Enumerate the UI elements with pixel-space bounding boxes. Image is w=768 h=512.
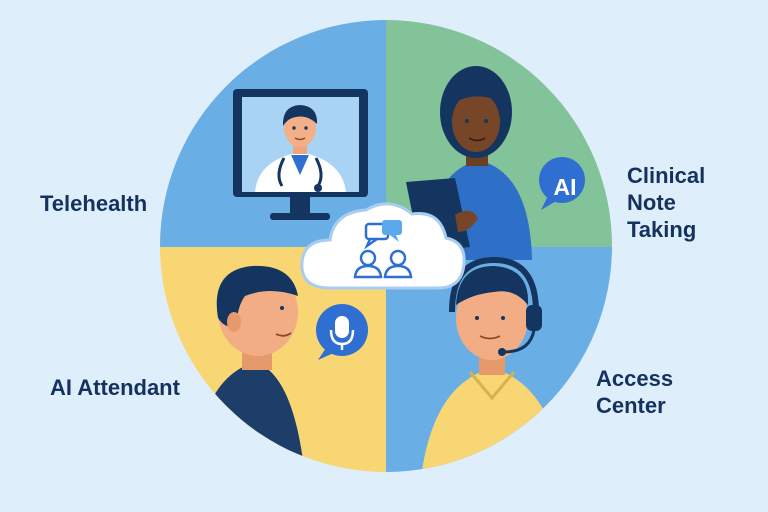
label-access-center: Access Center	[596, 365, 673, 419]
ai-badge-text: AI	[553, 174, 577, 200]
microphone-speech-bubble-icon	[316, 304, 368, 360]
label-clinical-note-taking-line-1: Clinical	[627, 163, 706, 188]
cloud-with-users-and-chat-icon	[300, 202, 466, 290]
label-clinical-note-taking-line-2: Note	[627, 190, 676, 215]
clinician-with-tablet-icon	[406, 66, 532, 260]
label-telehealth: Telehealth	[40, 191, 148, 216]
monitor-doctor-icon	[233, 89, 368, 220]
ai-speech-bubble-icon	[539, 157, 585, 210]
label-access-center-line-1: Access	[596, 366, 674, 391]
label-access-center-line-2: Center	[596, 393, 666, 418]
label-clinical-note-taking-line-3: Taking	[627, 217, 697, 242]
label-ai-attendant: AI Attendant	[50, 375, 180, 400]
label-clinical-note-taking: Clinical Note Taking	[627, 162, 705, 243]
